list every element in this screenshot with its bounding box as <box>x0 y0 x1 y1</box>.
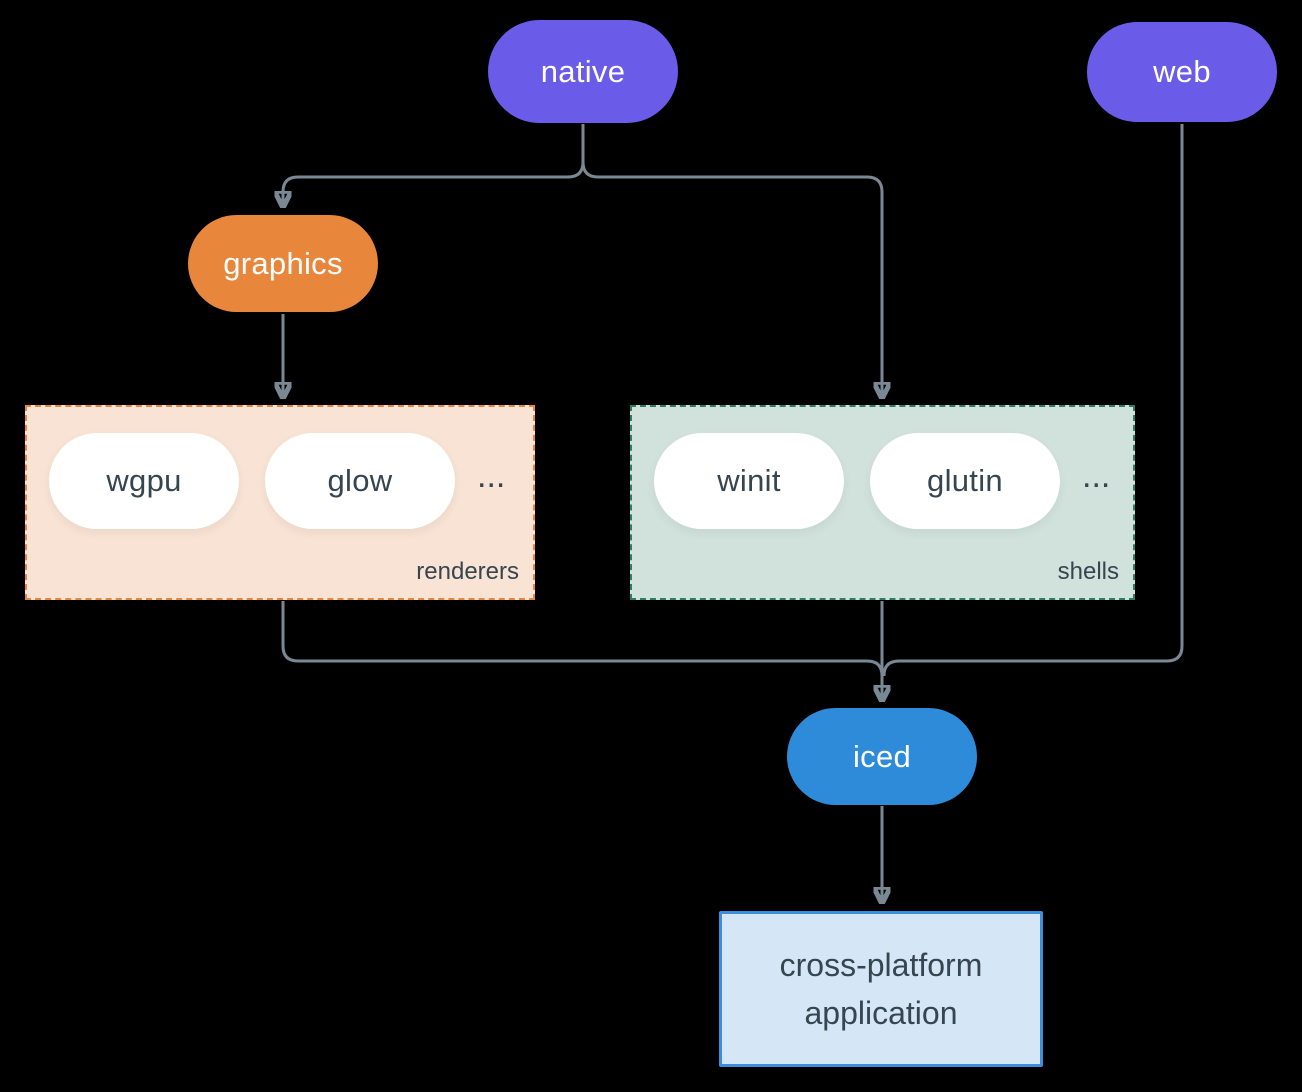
group-shells: winit glutin ... shells <box>630 405 1135 600</box>
connector-renderers-iced <box>281 601 884 677</box>
pill-glutin: glutin <box>870 433 1060 529</box>
pill-glutin-label: glutin <box>927 463 1003 498</box>
shells-group-label: shells <box>1057 558 1119 585</box>
node-native: native <box>488 20 678 123</box>
connector-web-iced <box>882 124 1184 677</box>
pill-glow: glow <box>265 433 455 529</box>
pill-winit-label: winit <box>717 463 781 498</box>
pill-wgpu-label: wgpu <box>106 463 182 498</box>
node-graphics-label: graphics <box>223 245 343 281</box>
pill-wgpu: wgpu <box>49 433 239 529</box>
node-cross-platform-application: cross-platform application <box>719 911 1043 1067</box>
application-label-line2: application <box>804 995 958 1031</box>
node-graphics: graphics <box>188 215 378 312</box>
renderers-ellipsis: ... <box>477 457 506 495</box>
node-iced-label: iced <box>852 738 912 774</box>
pill-winit: winit <box>654 433 844 529</box>
connector-native-graphics <box>283 124 585 208</box>
pill-glow-label: glow <box>327 463 393 498</box>
connector-native-shells <box>581 124 882 399</box>
application-label-line1: cross-platform <box>779 947 983 983</box>
renderers-group-label: renderers <box>416 558 519 585</box>
group-renderers: wgpu glow ... renderers <box>25 405 535 600</box>
node-web-label: web <box>1153 54 1211 89</box>
shells-ellipsis: ... <box>1082 457 1111 495</box>
node-native-label: native <box>540 53 626 89</box>
node-iced: iced <box>787 708 977 805</box>
node-web: web <box>1087 22 1277 122</box>
